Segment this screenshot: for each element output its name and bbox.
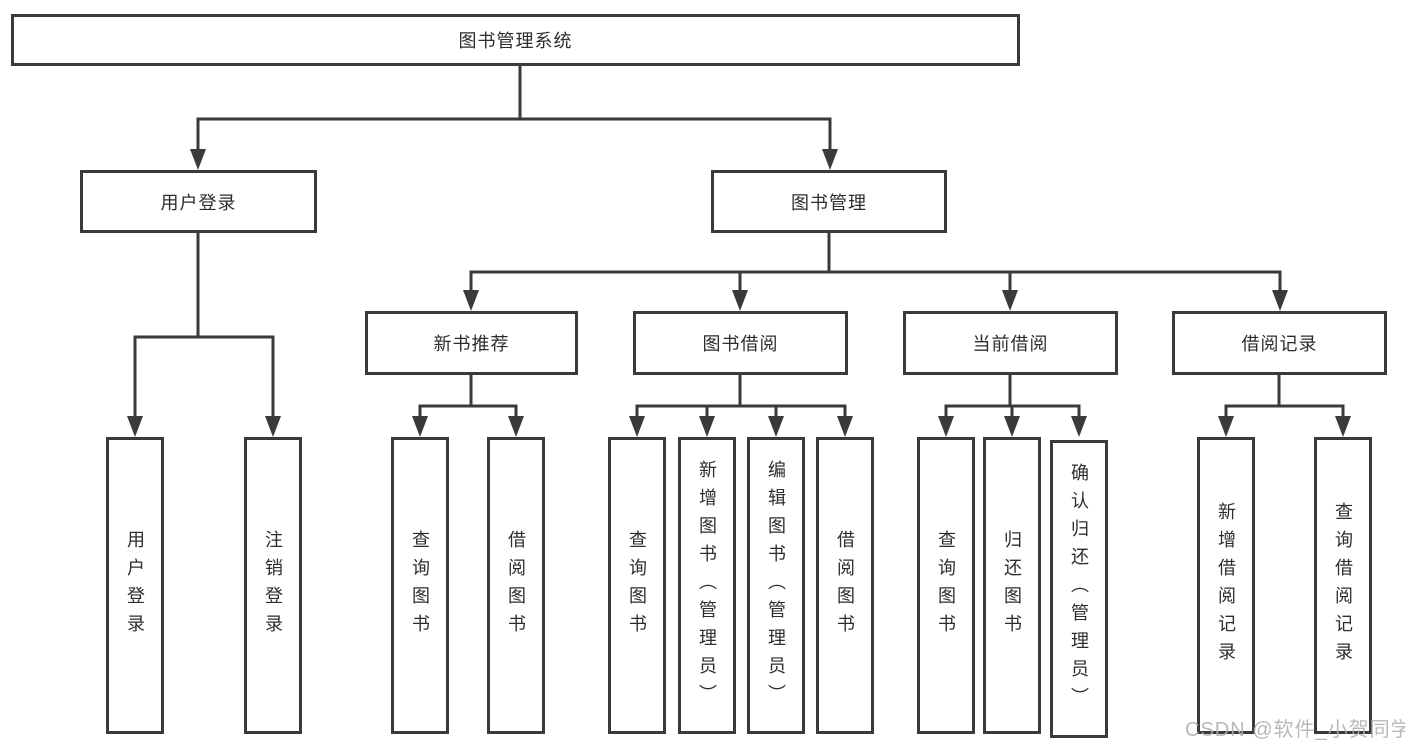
node-book-borrowing: 图书借阅 [633, 311, 848, 375]
leaf-add-books-admin: 新增图书（管理员） [678, 437, 736, 734]
node-new-book-recommend: 新书推荐 [365, 311, 578, 375]
leaf-edit-books-admin: 编辑图书（管理员） [747, 437, 805, 734]
csdn-watermark: CSDN @软件_小贺同学 [1185, 719, 1405, 741]
arrowheads [127, 149, 1351, 437]
node-book-management-branch: 图书管理 [711, 170, 947, 233]
leaf-logout: 注销登录 [244, 437, 302, 734]
node-library-management-system: 图书管理系统 [11, 14, 1020, 66]
connector-user-login [133, 233, 275, 419]
leaf-query-books-2: 查询图书 [608, 437, 666, 734]
connector-current-borrow [944, 375, 1081, 421]
leaf-query-books-3: 查询图书 [917, 437, 975, 734]
node-user-login-branch: 用户登录 [80, 170, 317, 233]
connector-borrow-record [1224, 375, 1345, 421]
leaf-add-borrow-record: 新增借阅记录 [1197, 437, 1255, 734]
leaf-return-books: 归还图书 [983, 437, 1041, 734]
connector-root [196, 66, 832, 152]
leaf-query-books-1: 查询图书 [391, 437, 449, 734]
leaf-borrow-books-2: 借阅图书 [816, 437, 874, 734]
connector-book-borrow [635, 375, 847, 421]
leaf-confirm-return-admin: 确认归还（管理员） [1050, 440, 1108, 738]
leaf-borrow-books-1: 借阅图书 [487, 437, 545, 734]
node-borrow-records: 借阅记录 [1172, 311, 1387, 375]
connector-book-management [469, 233, 1282, 293]
connector-new-book [418, 375, 518, 421]
node-current-borrowing: 当前借阅 [903, 311, 1118, 375]
leaf-user-login: 用户登录 [106, 437, 164, 734]
leaf-query-borrow-record: 查询借阅记录 [1314, 437, 1372, 734]
